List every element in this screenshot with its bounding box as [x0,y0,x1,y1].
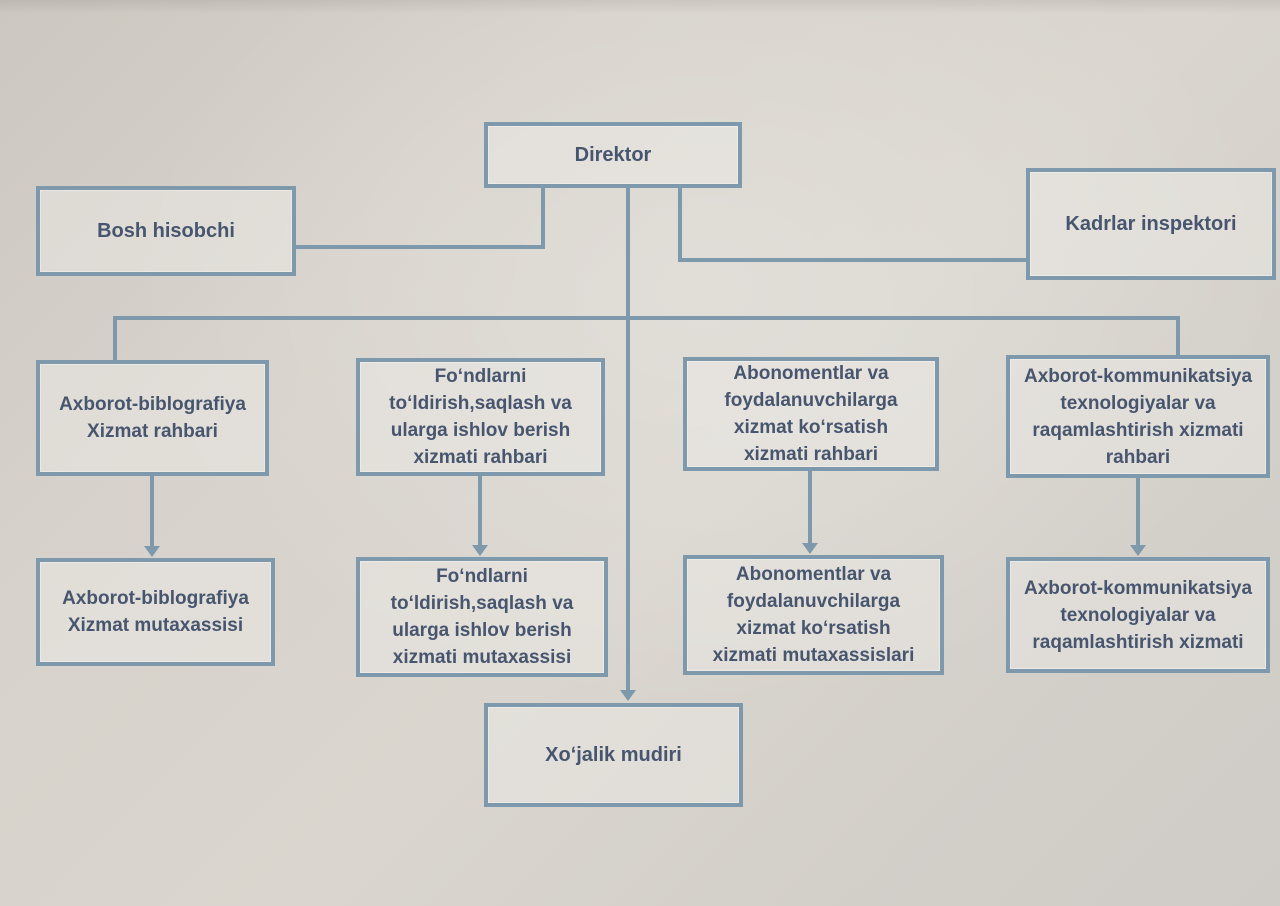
node-abonomentlar-mutaxassislari: Abonomentlar va foydalanuvchilarga xizma… [683,555,944,675]
down-arrowhead-icon [144,546,160,557]
connector-distribution-rail [113,316,1180,320]
down-arrowhead-icon [472,545,488,556]
node-akt-rahbari: Axborot-kommunikatsiya texnologiyalar va… [1006,355,1270,478]
connector-direktor-bosh-vertical [541,188,545,249]
connector-direktor-kadrlar-horizontal [680,258,1026,262]
node-direktor: Direktor [484,122,742,188]
connector-axborot-rahbari-mutaxassisi [150,476,154,548]
node-fondlarni-rahbari: Foʻndlarni toʻldirish,saqlash va ularga … [356,358,605,476]
node-bosh-hisobchi: Bosh hisobchi [36,186,296,276]
down-arrowhead-icon [802,543,818,554]
connector-fondlarni-rahbari-mutaxassisi [478,476,482,546]
node-fondlarni-mutaxassisi: Foʻndlarni toʻldirish,saqlash va ularga … [356,557,608,677]
connector-akt-rahbari-xizmati [1136,478,1140,546]
down-arrowhead-icon [1130,545,1146,556]
node-akt-xizmati: Axborot-kommunikatsiya texnologiyalar va… [1006,557,1270,673]
connector-direktor-xojalik-vertical [626,188,630,692]
node-abonomentlar-rahbari: Abonomentlar va foydalanuvchilarga xizma… [683,357,939,471]
connector-abonomentlar-rahbari-mutaxassislari [808,471,812,543]
node-axborot-biblografiya-mutaxassisi: Axborot-biblografiya Xizmat mutaxassisi [36,558,275,666]
node-xojalik-mudiri: Xoʻjalik mudiri [484,703,743,807]
connector-direktor-bosh-horizontal [296,245,545,249]
node-kadrlar-inspektori: Kadrlar inspektori [1026,168,1276,280]
down-arrowhead-icon [620,690,636,701]
connector-rail-left-drop [113,316,117,360]
connector-direktor-kadrlar-vertical [678,188,682,262]
node-axborot-biblografiya-rahbari: Axborot-biblografiya Xizmat rahbari [36,360,269,476]
connector-rail-right-drop [1176,316,1180,356]
